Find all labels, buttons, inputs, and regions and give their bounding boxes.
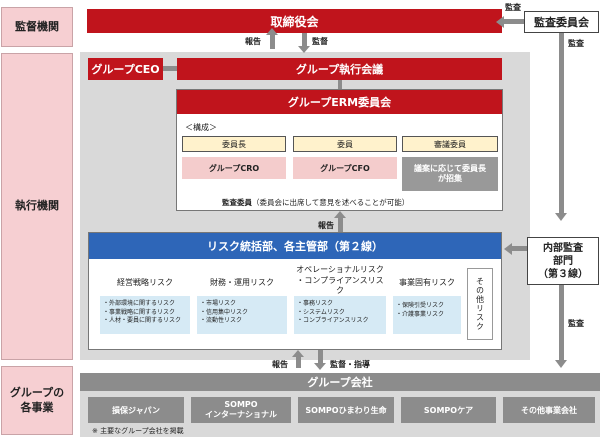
- audit-label-right: 監査: [568, 39, 584, 48]
- risk-item: ・保険引受リスク: [396, 302, 445, 309]
- risk-category-finance-title: 財務・運用リスク: [210, 277, 274, 287]
- role-header-member: 委員: [293, 136, 397, 152]
- group-companies-note: ※ 主要なグループ会社を掲載: [92, 427, 184, 435]
- internal-audit: 内部監査 部門 （第３線）: [527, 237, 599, 285]
- audit-label-internal: 監査: [568, 319, 584, 328]
- audit-label-1: 監督: [312, 37, 328, 46]
- role-header-chair: 委員長: [182, 136, 286, 152]
- audit-label-top: 監査: [505, 3, 521, 12]
- erm-composition-label: ＜構成＞: [185, 123, 217, 132]
- risk-item: ・外部環境に関するリスク: [103, 300, 176, 307]
- role-value-deliberation: 議案に応じて委員長 が招集: [402, 157, 498, 191]
- section-supervision: 監督機関: [1, 7, 73, 47]
- role-header-deliberation: 審議委員: [402, 136, 498, 152]
- risk-category-strategy-items: ・外部環境に関するリスク ・事業戦略に関するリスク ・人材・要員に関するリスク: [100, 296, 190, 334]
- risk-item: ・事業戦略に関するリスク: [103, 308, 176, 316]
- company-sompo-international: SOMPO インターナショナル: [191, 397, 291, 423]
- group-ceo: グループCEO: [88, 58, 163, 80]
- erm-audit-note-text: （委員会に出席して意見を述べることが可能）: [252, 198, 410, 207]
- risk-item: ・システムリスク: [297, 308, 345, 316]
- erm-audit-note: 監査委員（委員会に出席して意見を述べることが可能）: [222, 197, 409, 208]
- role-value-cro: グループCRO: [182, 157, 286, 179]
- risk-category-finance-items: ・市場リスク ・信用集中リスク ・流動性リスク: [197, 296, 287, 334]
- erm-audit-note-bold: 監査委員: [222, 198, 252, 207]
- company-sompo-japan: 損保ジャパン: [88, 397, 184, 423]
- risk-item: ・事務リスク: [297, 300, 334, 307]
- risk-item: ・コンプライアンスリスク: [297, 317, 369, 325]
- risk-category-operational-items: ・事務リスク ・システムリスク ・コンプライアンスリスク: [294, 296, 386, 334]
- audit-committee: 監査委員会: [524, 11, 599, 33]
- report-label-3: 報告: [272, 360, 288, 369]
- company-sompo-himawari: SOMPOひまわり生命: [298, 397, 394, 423]
- risk-item: ・市場リスク: [200, 300, 237, 307]
- report-label-2: 報告: [318, 221, 334, 230]
- erm-committee-title: グループERM委員会: [177, 90, 502, 114]
- company-sompo-care: SOMPOケア: [401, 397, 496, 423]
- risk-item: ・流動性リスク: [200, 317, 243, 325]
- risk-category-strategy-title: 経営戦略リスク: [117, 277, 173, 287]
- group-exec-meeting: グループ執行会議: [177, 58, 502, 80]
- section-execution: 執行機関: [1, 53, 73, 360]
- risk-dept-title: リスク統括部、各主管部（第２線）: [89, 233, 501, 259]
- risk-category-other: その他リスク: [467, 268, 493, 340]
- audit-guidance-label: 監督・指導: [330, 360, 370, 369]
- risk-item: ・信用集中リスク: [200, 308, 249, 316]
- risk-item: ・人材・要員に関するリスク: [103, 317, 182, 325]
- company-other: その他事業会社: [503, 397, 595, 423]
- group-companies-title: グループ会社: [80, 373, 600, 391]
- report-label-1: 報告: [245, 37, 261, 46]
- board-of-directors: 取締役会: [87, 9, 502, 33]
- risk-category-operational-title: オペレーショナルリスク ・コンプライアンスリスク: [296, 265, 384, 296]
- risk-category-business-title: 事業固有リスク: [399, 277, 455, 287]
- risk-category-business-items: ・保険引受リスク ・介護事業リスク: [393, 296, 461, 334]
- section-group: グループの 各事業: [1, 366, 73, 435]
- role-value-cfo: グループCFO: [293, 157, 397, 179]
- risk-item: ・介護事業リスク: [396, 310, 445, 318]
